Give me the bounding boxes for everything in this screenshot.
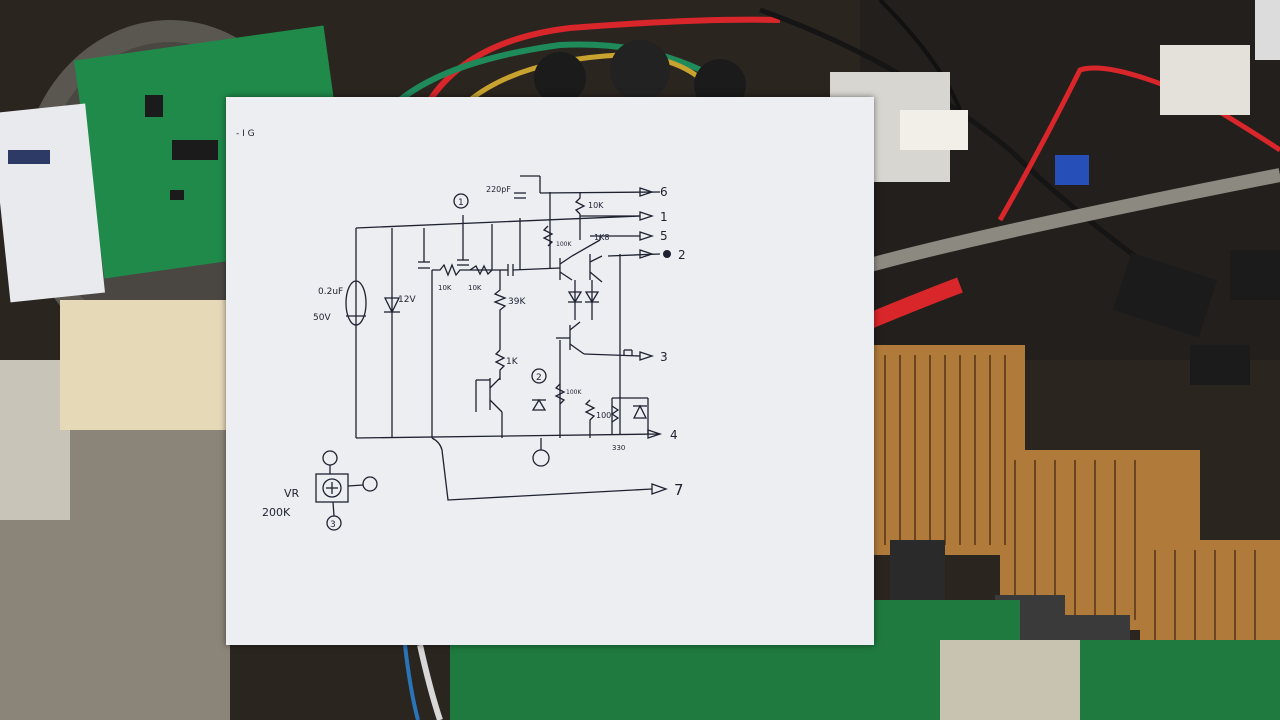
voltage-50v-label: 50V (313, 313, 331, 323)
node-label-7: 7 (674, 481, 684, 499)
node-label-4: 4 (670, 428, 678, 442)
circled-label-2: 2 (536, 373, 542, 383)
cap-220pf-label: 220pF (486, 185, 511, 194)
heatsink (855, 345, 1025, 555)
circled-label-3: 3 (330, 520, 336, 530)
circled-label-1: 1 (458, 198, 464, 208)
res-100k-label: 100K (556, 241, 572, 248)
res-1k-label: 1K (506, 357, 519, 367)
cap-input-label: 0.2uF (318, 287, 343, 297)
vr-label: VR (284, 487, 300, 500)
res-10k-b-label: 10K (468, 284, 482, 292)
node-label-1: 1 (660, 210, 668, 224)
res-100k-b-label: 100K (566, 389, 582, 396)
res-330-label: 330 (612, 444, 625, 452)
res-100-label: 100 (596, 411, 611, 420)
res-10k-a-label: 10K (438, 284, 452, 292)
node-label-5: 5 (660, 229, 668, 243)
paper-header: - I G (236, 129, 255, 139)
node-label-2: 2 (678, 248, 686, 262)
vr-value: 200K (262, 506, 291, 519)
green-wire (398, 41, 722, 103)
node-label-6: 6 (660, 185, 668, 199)
res-39k-label: 39K (508, 297, 526, 307)
node-label-3: 3 (660, 350, 668, 364)
schematic-paper (226, 97, 874, 645)
res-1k8-label: 1K8 (594, 233, 609, 242)
probe-cable (868, 168, 1280, 272)
zener-12v-label: 12V (398, 295, 416, 305)
res-10k-top-label: 10K (588, 201, 604, 210)
